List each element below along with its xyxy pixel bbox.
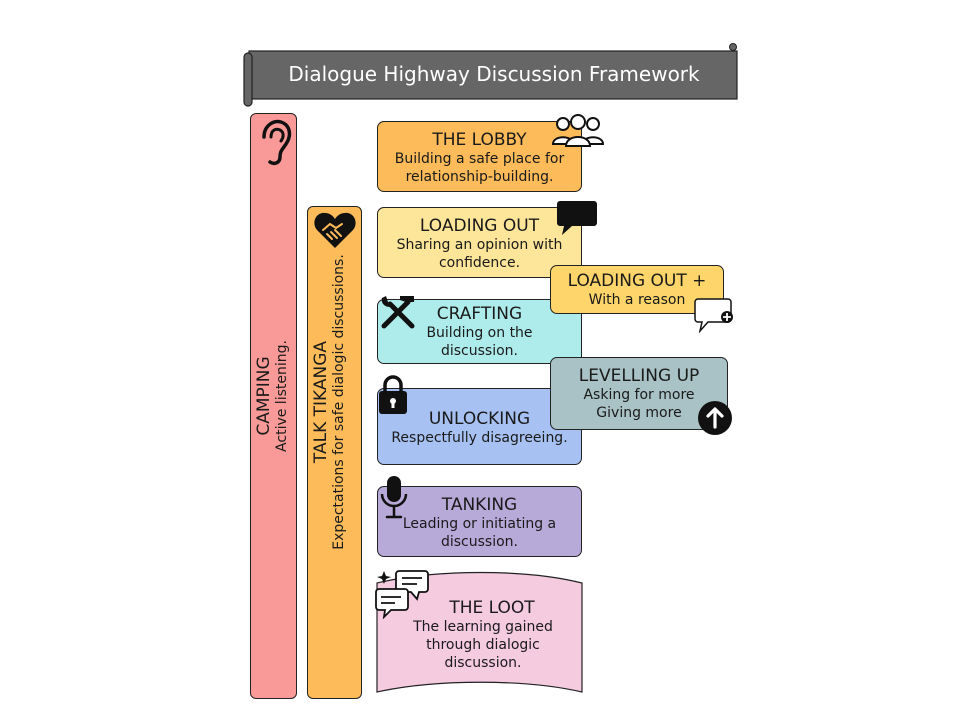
camping-title: CAMPING bbox=[254, 356, 274, 436]
loading-out-plus-title: LOADING OUT + bbox=[567, 271, 707, 291]
camping-bar bbox=[250, 113, 297, 699]
lobby-title: THE LOBBY bbox=[432, 130, 527, 150]
loot-desc-line3: discussion. bbox=[444, 655, 522, 671]
loading-out-plus-desc: With a reason bbox=[588, 292, 686, 308]
tikanga-bar bbox=[307, 206, 362, 699]
tools-icon bbox=[381, 296, 415, 329]
unlocking-desc: Respectfully disagreeing. bbox=[391, 430, 568, 446]
levelling-up-line2: Giving more bbox=[596, 405, 682, 421]
crafting-desc-line2: discussion. bbox=[440, 343, 518, 359]
loot-desc-line1: The learning gained bbox=[413, 619, 553, 635]
loading-out-title: LOADING OUT bbox=[419, 216, 540, 236]
tikanga-subtitle: Expectations for safe dialogic discussio… bbox=[331, 254, 347, 550]
unlocking-title: UNLOCKING bbox=[428, 409, 531, 429]
lobby-desc-line2: relationship-building. bbox=[405, 169, 554, 185]
camping-subtitle: Active listening. bbox=[274, 340, 290, 452]
ear-icon bbox=[262, 119, 292, 166]
crafting-title: CRAFTING bbox=[436, 304, 523, 324]
tikanga-label: TALK TIKANGA Expectations for safe dialo… bbox=[311, 252, 348, 552]
microphone-icon bbox=[380, 476, 408, 519]
speech-bubble-plus-icon bbox=[694, 298, 733, 333]
tanking-title: TANKING bbox=[441, 495, 518, 515]
arrow-up-circle-icon bbox=[698, 401, 732, 435]
people-group-icon bbox=[551, 114, 605, 147]
speech-bubble-icon bbox=[557, 201, 597, 235]
tanking-desc-line2: discussion. bbox=[440, 534, 518, 550]
loading-out-desc-line1: Sharing an opinion with bbox=[396, 237, 563, 253]
stage-unlocking: UNLOCKING Respectfully disagreeing. bbox=[377, 388, 582, 465]
levelling-up-title: LEVELLING UP bbox=[578, 366, 700, 386]
handshake-heart-icon bbox=[314, 212, 356, 248]
loot-title: THE LOOT bbox=[449, 598, 535, 618]
crafting-desc-line1: Building on the bbox=[426, 325, 533, 341]
loading-out-desc-line2: confidence. bbox=[438, 255, 521, 271]
tanking-desc-line1: Leading or initiating a bbox=[402, 516, 557, 532]
loot-text: THE LOOT The learning gained through dia… bbox=[400, 598, 566, 672]
stage-loading-out: LOADING OUT Sharing an opinion with conf… bbox=[377, 207, 582, 278]
loot-desc-line2: through dialogic bbox=[426, 637, 540, 653]
chat-bubbles-icon bbox=[375, 570, 429, 619]
lobby-desc-line1: Building a safe place for bbox=[394, 151, 565, 167]
stage-loading-out-plus: LOADING OUT + With a reason bbox=[550, 265, 724, 314]
levelling-up-line1: Asking for more bbox=[583, 387, 695, 403]
camping-label: CAMPING Active listening. bbox=[254, 316, 291, 476]
padlock-icon bbox=[379, 375, 407, 414]
stage-tanking: TANKING Leading or initiating a discussi… bbox=[377, 486, 582, 557]
tikanga-title: TALK TIKANGA bbox=[311, 340, 331, 464]
stage-loot bbox=[376, 571, 583, 693]
page-title: Dialogue Highway Discussion Framework bbox=[288, 62, 700, 86]
stage-lobby: THE LOBBY Building a safe place for rela… bbox=[377, 121, 582, 192]
stage-crafting: CRAFTING Building on the discussion. bbox=[377, 299, 582, 364]
title-banner bbox=[243, 43, 738, 107]
